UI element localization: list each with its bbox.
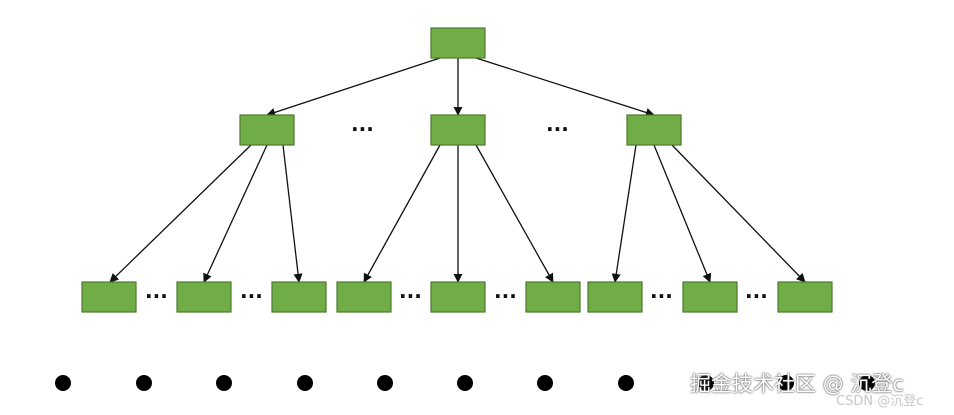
level1-ellipsis-left: ··· xyxy=(351,117,374,141)
level1-node-right xyxy=(626,114,682,146)
continuation-bullet xyxy=(698,375,714,391)
leaf-node-5 xyxy=(430,281,486,313)
continuation-bullet xyxy=(537,375,553,391)
watermark-juejin: 掘金技术社区 @ 沉登c xyxy=(690,372,904,396)
continuation-bullet xyxy=(859,375,875,391)
leaf-ellipsis-2: ··· xyxy=(240,284,263,308)
continuation-bullet xyxy=(136,375,152,391)
leaf-ellipsis-6: ··· xyxy=(745,284,768,308)
edge-root-to-l1-left xyxy=(266,57,441,117)
leaf-ellipsis-3: ··· xyxy=(399,284,422,308)
continuation-bullet xyxy=(778,375,794,391)
edge-l1c-to-leaf-8 xyxy=(653,144,712,283)
leaf-ellipsis-5: ··· xyxy=(650,284,673,308)
watermark-csdn: CSDN @沉登c xyxy=(836,394,924,409)
leaf-node-1 xyxy=(81,281,137,313)
edge-l1a-to-leaf-3 xyxy=(282,144,303,283)
level1-ellipsis-right: ··· xyxy=(546,117,569,141)
edge-l1c-to-leaf-7 xyxy=(611,144,637,283)
edge-l1c-to-leaf-9 xyxy=(671,144,806,283)
leaf-node-3 xyxy=(271,281,327,313)
leaf-ellipsis-4: ··· xyxy=(494,284,517,308)
leaf-node-7 xyxy=(587,281,643,313)
edge-l1a-to-leaf-2 xyxy=(203,144,268,283)
level1-node-middle xyxy=(430,114,486,146)
edge-l1a-to-leaf-1 xyxy=(109,144,252,283)
leaf-node-2 xyxy=(176,281,232,313)
edge-l1b-to-leaf-6 xyxy=(475,144,554,283)
leaf-node-6 xyxy=(525,281,581,313)
continuation-bullet xyxy=(457,375,473,391)
leaf-node-4 xyxy=(336,281,392,313)
continuation-bullet xyxy=(377,375,393,391)
root-node xyxy=(430,27,486,59)
leaf-ellipsis-1: ··· xyxy=(145,284,168,308)
continuation-bullet xyxy=(216,375,232,391)
continuation-bullet xyxy=(618,375,634,391)
continuation-bullet xyxy=(297,375,313,391)
level1-node-left xyxy=(239,114,295,146)
leaf-node-8 xyxy=(682,281,738,313)
edge-root-to-l1-right xyxy=(475,57,655,117)
continuation-bullet xyxy=(55,375,71,391)
leaf-node-9 xyxy=(777,281,833,313)
edge-l1b-to-leaf-4 xyxy=(363,144,441,283)
